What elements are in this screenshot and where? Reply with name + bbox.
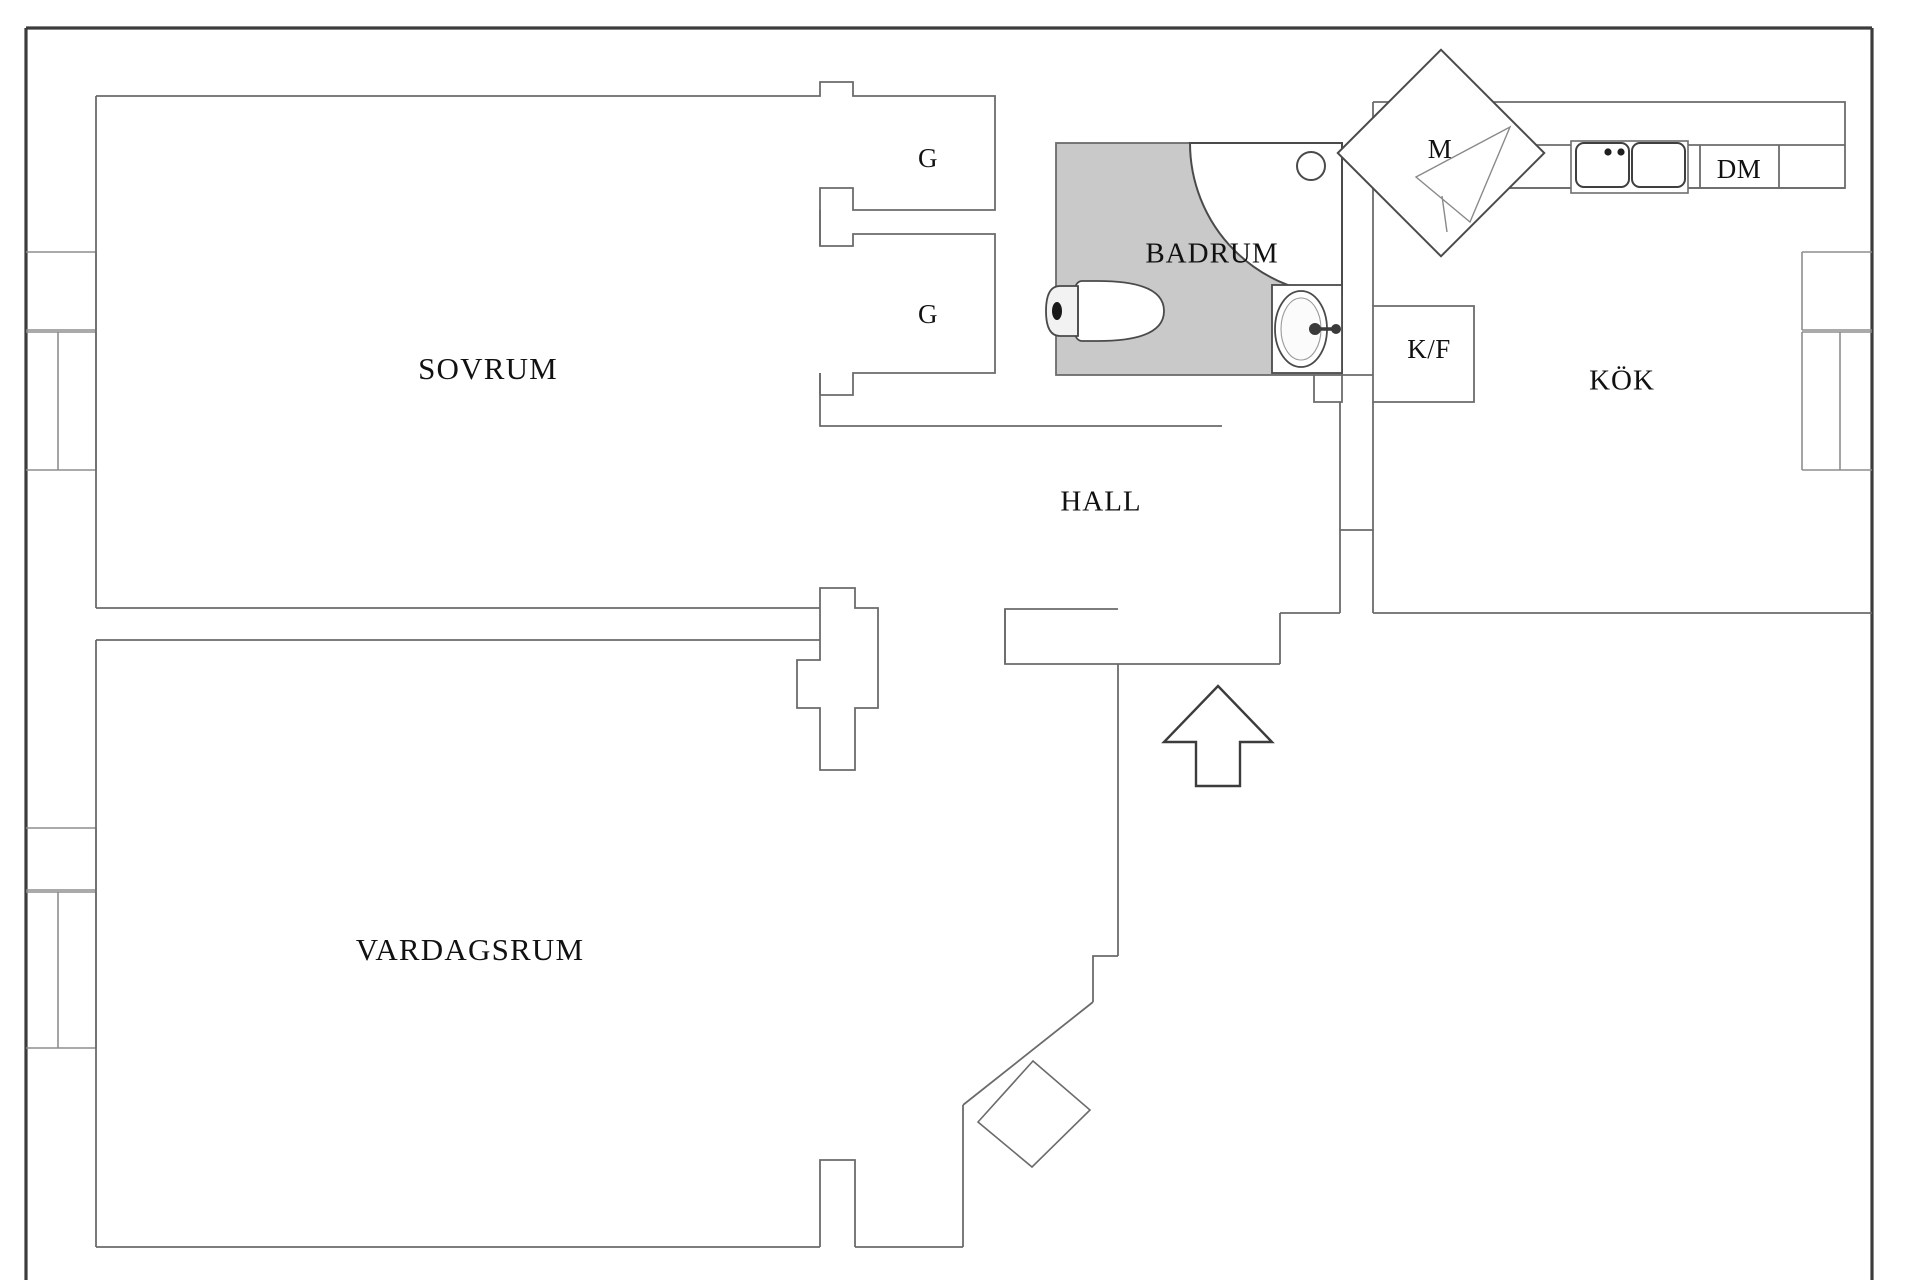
room-label-sovrum: SOVRUM [418, 351, 558, 386]
kitchen-sink-icon [1570, 140, 1689, 194]
floor-drain-icon [1296, 151, 1326, 181]
appliance-label-kyl-frys: K/F [1407, 334, 1451, 364]
corner-fireplace-icon [976, 1059, 1092, 1169]
closet-label-garderob-2: G [918, 299, 938, 329]
wall-living-room [95, 608, 1119, 1248]
interior-walls [95, 81, 1872, 1248]
washbasin-icon [1271, 284, 1343, 374]
window-left-living-upper [26, 827, 97, 891]
kitchen-sink-tap-left [1604, 148, 1612, 156]
wall-hall-kitchen [1118, 529, 1872, 665]
window-left-living-lower [26, 891, 97, 1049]
entrance-arrow-icon [1161, 684, 1275, 788]
window-left-bedroom-upper [26, 251, 97, 331]
fireplace-body [976, 1059, 1092, 1169]
window-left-bedroom-lower [26, 331, 97, 471]
appliance-label-micro: M [1428, 134, 1453, 164]
kitchen-sink-basin-right [1631, 142, 1686, 188]
kitchen-counter-dividers [1699, 145, 1780, 188]
kitchen-sink-tap-right [1617, 148, 1625, 156]
washbasin-tap-head [1331, 324, 1341, 334]
toilet-icon [1045, 280, 1165, 342]
microwave-body [1336, 48, 1546, 258]
microwave-unit [1336, 48, 1546, 258]
room-label-badrum: BADRUM [1145, 238, 1278, 270]
kitchen-sink-basin-left [1575, 142, 1630, 188]
wall-kitchen-left [1339, 402, 1374, 530]
toilet-bowl [1071, 280, 1165, 342]
window-right-kitchen-lower [1801, 331, 1872, 471]
room-label-kok: KÖK [1589, 365, 1655, 397]
microwave-door-edge [1441, 195, 1448, 233]
wall-bathroom-lower-stub [1313, 374, 1373, 403]
appliance-label-diskmaskin: DM [1717, 154, 1762, 184]
room-label-hall: HALL [1060, 486, 1141, 518]
toilet-flush-detail [1052, 302, 1062, 320]
pilaster-cross-bedroom-living [796, 587, 879, 771]
window-right-kitchen-upper [1801, 251, 1872, 331]
closet-label-garderob-1: G [918, 143, 938, 173]
room-label-vardagsrum: VARDAGSRUM [356, 932, 585, 967]
wall-bedroom [95, 81, 1222, 609]
kf-unit-box [1372, 305, 1475, 403]
outer-walls [24, 26, 1874, 1280]
